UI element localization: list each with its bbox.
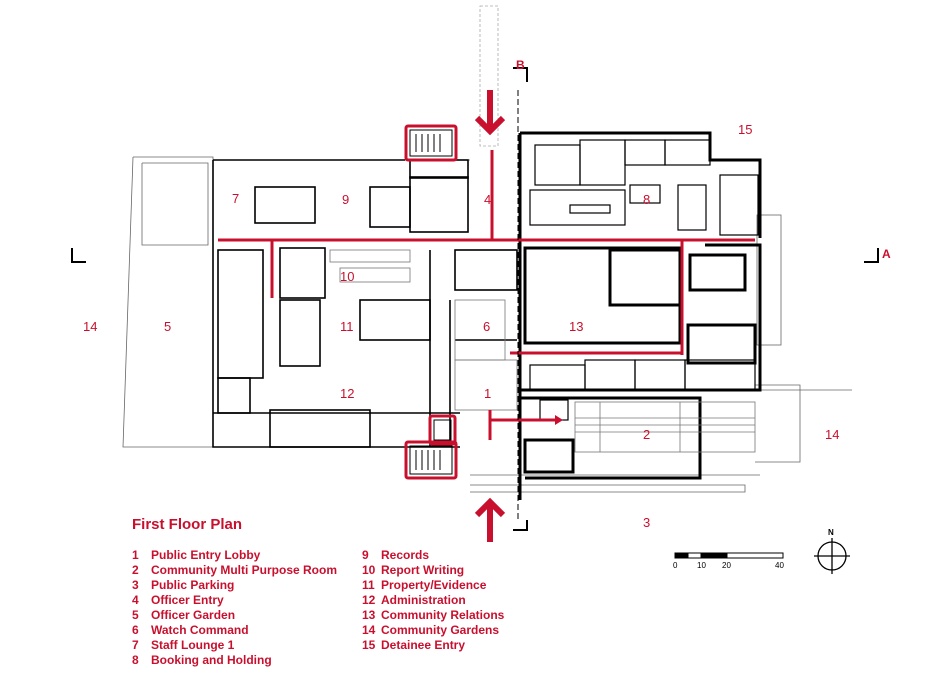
legend-item: 9 Records bbox=[362, 548, 504, 563]
legend-num: 2 bbox=[132, 563, 139, 577]
legend-num: 8 bbox=[132, 653, 139, 667]
legend-name: Report Writing bbox=[381, 563, 465, 577]
legend-num: 9 bbox=[362, 548, 369, 562]
legend-item: 5 Officer Garden bbox=[132, 608, 337, 623]
circulation-paths bbox=[218, 150, 755, 440]
entry-arrows bbox=[474, 90, 506, 542]
room-label-7: 7 bbox=[232, 191, 240, 206]
legend-num: 5 bbox=[132, 608, 139, 622]
legend-item: 10 Report Writing bbox=[362, 563, 504, 578]
legend-item: 1 Public Entry Lobby bbox=[132, 548, 337, 563]
legend-num: 6 bbox=[132, 623, 139, 637]
legend-name: Records bbox=[381, 548, 430, 562]
room-label-8: 8 bbox=[643, 192, 651, 207]
legend-num: 3 bbox=[132, 578, 139, 592]
legend-name: Public Entry Lobby bbox=[151, 548, 261, 562]
legend-name: Community Relations bbox=[381, 608, 505, 622]
scale-label-0: 0 bbox=[673, 561, 678, 570]
legend-num: 10 bbox=[362, 563, 376, 577]
legend-item: 13 Community Relations bbox=[362, 608, 504, 623]
room-label-2: 2 bbox=[643, 427, 651, 442]
north-arrow bbox=[814, 538, 850, 574]
walls bbox=[212, 159, 518, 448]
legend-item: 3 Public Parking bbox=[132, 578, 337, 593]
legend-name: Staff Lounge 1 bbox=[151, 638, 235, 652]
stairs bbox=[409, 129, 453, 475]
legend-item: 14 Community Gardens bbox=[362, 623, 504, 638]
room-label-3: 3 bbox=[643, 515, 651, 530]
legend-name: Property/Evidence bbox=[381, 578, 487, 592]
legend-num: 15 bbox=[362, 638, 376, 652]
legend-name: Officer Entry bbox=[151, 593, 224, 607]
legend-item: 12 Administration bbox=[362, 593, 504, 608]
legend-name: Community Gardens bbox=[381, 623, 500, 637]
legend-name: Community Multi Purpose Room bbox=[151, 563, 337, 577]
legend-num: 12 bbox=[362, 593, 376, 607]
legend-name: Officer Garden bbox=[151, 608, 236, 622]
legend-item: 2 Community Multi Purpose Room bbox=[132, 563, 337, 578]
lobby-arrow-head bbox=[555, 415, 563, 425]
room-2-detail bbox=[329, 249, 756, 453]
legend-item: 4 Officer Entry bbox=[132, 593, 337, 608]
site-outline bbox=[122, 5, 852, 493]
room-label-11: 11 bbox=[340, 319, 354, 334]
scale-label-40: 40 bbox=[775, 561, 784, 570]
legend-name: Public Parking bbox=[151, 578, 235, 592]
east-walls bbox=[518, 131, 762, 500]
legend-num: 14 bbox=[362, 623, 376, 637]
room-label-5: 5 bbox=[164, 319, 172, 334]
section-mark-b: B bbox=[516, 58, 525, 72]
section-markers bbox=[71, 67, 879, 531]
room-label-14-west: 14 bbox=[83, 319, 98, 334]
legend-left: 1 Public Entry Lobby 2 Community Multi Pur… bbox=[132, 548, 337, 668]
stair-highlights bbox=[404, 124, 458, 480]
north-label: N bbox=[828, 528, 834, 537]
scale-label-20: 20 bbox=[722, 561, 731, 570]
room-label-12: 12 bbox=[340, 386, 355, 401]
scale-label-10: 10 bbox=[697, 561, 706, 570]
legend-num: 7 bbox=[132, 638, 139, 652]
room-label-6: 6 bbox=[483, 319, 491, 334]
legend-item: 7 Staff Lounge 1 bbox=[132, 638, 337, 653]
legend-item: 11 Property/Evidence bbox=[362, 578, 504, 593]
room-label-10: 10 bbox=[340, 269, 355, 284]
legend-right: 9 Records 10 Report Writing 11 Property/Evi… bbox=[362, 548, 504, 653]
room-label-9: 9 bbox=[342, 192, 350, 207]
legend-item: 8 Booking and Holding bbox=[132, 653, 337, 668]
plan-title: First Floor Plan bbox=[132, 516, 243, 533]
legend-name: Watch Command bbox=[151, 623, 249, 637]
legend-name: Detainee Entry bbox=[381, 638, 466, 652]
legend-num: 1 bbox=[132, 548, 139, 562]
legend-name: Booking and Holding bbox=[151, 653, 272, 667]
east-interior bbox=[529, 139, 759, 421]
scale-bar bbox=[674, 552, 784, 559]
room-label-13: 13 bbox=[569, 319, 584, 334]
room-label-15: 15 bbox=[738, 122, 753, 137]
section-mark-a: A bbox=[882, 247, 891, 261]
legend-name: Administration bbox=[381, 593, 466, 607]
room-label-4: 4 bbox=[484, 192, 492, 207]
room-label-14-east: 14 bbox=[825, 427, 840, 442]
legend-num: 4 bbox=[132, 593, 139, 607]
room-label-1: 1 bbox=[484, 386, 492, 401]
legend-item: 15 Detainee Entry bbox=[362, 638, 504, 653]
legend-num: 11 bbox=[362, 578, 375, 592]
legend-item: 6 Watch Command bbox=[132, 623, 337, 638]
legend-num: 13 bbox=[362, 608, 376, 622]
